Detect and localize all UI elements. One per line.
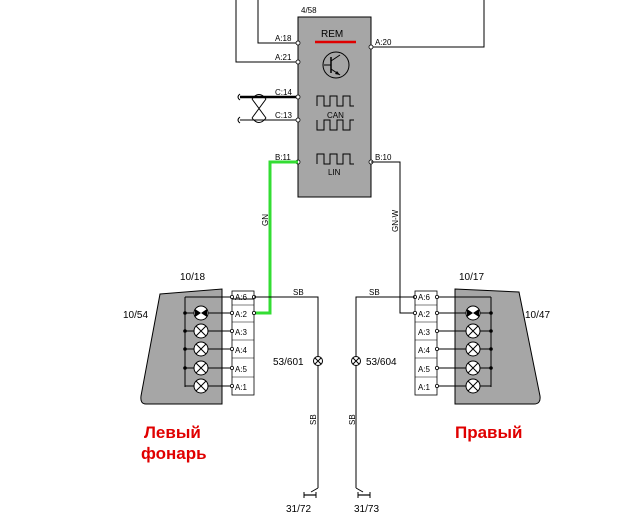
pin-c14: C:14 — [275, 88, 292, 97]
pin-a21: A:21 — [275, 53, 292, 62]
ground-left-id: 31/72 — [286, 504, 311, 515]
top-wires — [235, 0, 485, 63]
right-pin-a1: A:1 — [418, 383, 431, 392]
splice-left-icon — [313, 356, 323, 366]
can-bus-wires — [237, 93, 298, 124]
right-bulb-icon — [465, 323, 481, 394]
lin-label: LIN — [328, 168, 341, 177]
right-unit-id: 10/47 — [525, 310, 550, 321]
left-pin-a5: A:5 — [235, 365, 248, 374]
right-pin-a5: A:5 — [418, 365, 431, 374]
ground-left-icon — [303, 487, 319, 498]
right-pin-a6: A:6 — [418, 293, 431, 302]
left-pin-a1: A:1 — [235, 383, 248, 392]
left-lamp-caption-line1: Левый — [144, 423, 201, 442]
rem-module: 4/58 REM CAN LIN A:18 — [275, 6, 392, 198]
wire-label-sb-right-top: SB — [369, 288, 380, 297]
right-lamp-caption: Правый — [455, 423, 522, 442]
lin-wire-left — [254, 160, 298, 315]
ground-right-id: 31/73 — [354, 504, 379, 515]
transistor-icon — [322, 51, 350, 79]
left-pin-a6: A:6 — [235, 293, 248, 302]
splice-left-id: 53/601 — [273, 357, 304, 368]
left-pin-a3: A:3 — [235, 328, 248, 337]
lin-waveform-icon — [316, 153, 354, 165]
pin-b11: B:11 — [275, 153, 291, 162]
left-led-icon — [193, 305, 209, 321]
wire-label-gn: GN — [261, 214, 270, 226]
left-lamp-caption-line2: фонарь — [141, 444, 207, 463]
left-connector-id: 10/18 — [180, 272, 205, 283]
pin-b10: B:10 — [375, 153, 392, 162]
left-pin-a2: A:2 — [235, 310, 248, 319]
ground-right-icon — [355, 487, 371, 498]
wire-label-sb-left-top: SB — [293, 288, 304, 297]
right-pin-a4: A:4 — [418, 346, 431, 355]
left-unit-id: 10/54 — [123, 310, 148, 321]
wire-label-sb-left-bottom: SB — [309, 414, 318, 425]
splice-right-icon — [351, 356, 361, 366]
pin-a18: A:18 — [275, 34, 292, 43]
pin-a20: A:20 — [375, 38, 392, 47]
left-lamp-housing — [140, 288, 223, 405]
right-lamp: 10/17 10/47 A:6 A:2 A:3 A:4 A:5 A:1 — [412, 272, 550, 442]
left-lamp: 10/18 10/54 A:6 A:2 A:3 A:4 A:5 A:1 — [123, 272, 256, 463]
right-connector-id: 10/17 — [459, 272, 484, 283]
splice-right-id: 53/604 — [366, 357, 397, 368]
wire-label-gnw: GN-W — [391, 209, 400, 232]
pin-c13: C:13 — [275, 111, 292, 120]
right-pin-a3: A:3 — [418, 328, 431, 337]
right-pin-a2: A:2 — [418, 310, 431, 319]
left-pin-a4: A:4 — [235, 346, 248, 355]
left-bulb-icon — [193, 323, 209, 394]
module-id: 4/58 — [301, 6, 317, 15]
right-led-icon — [465, 305, 481, 321]
module-name: REM — [321, 29, 343, 40]
can-label: CAN — [327, 111, 344, 120]
right-pin-row: A:6 A:2 A:3 A:4 A:5 A:1 — [415, 293, 491, 392]
wire-label-sb-right-bottom: SB — [348, 414, 357, 425]
can-waveform-icon — [316, 95, 354, 131]
lin-wire-right — [371, 161, 415, 314]
ground-wires: SB SB SB SB 53/601 53/604 31/72 — [254, 288, 415, 515]
